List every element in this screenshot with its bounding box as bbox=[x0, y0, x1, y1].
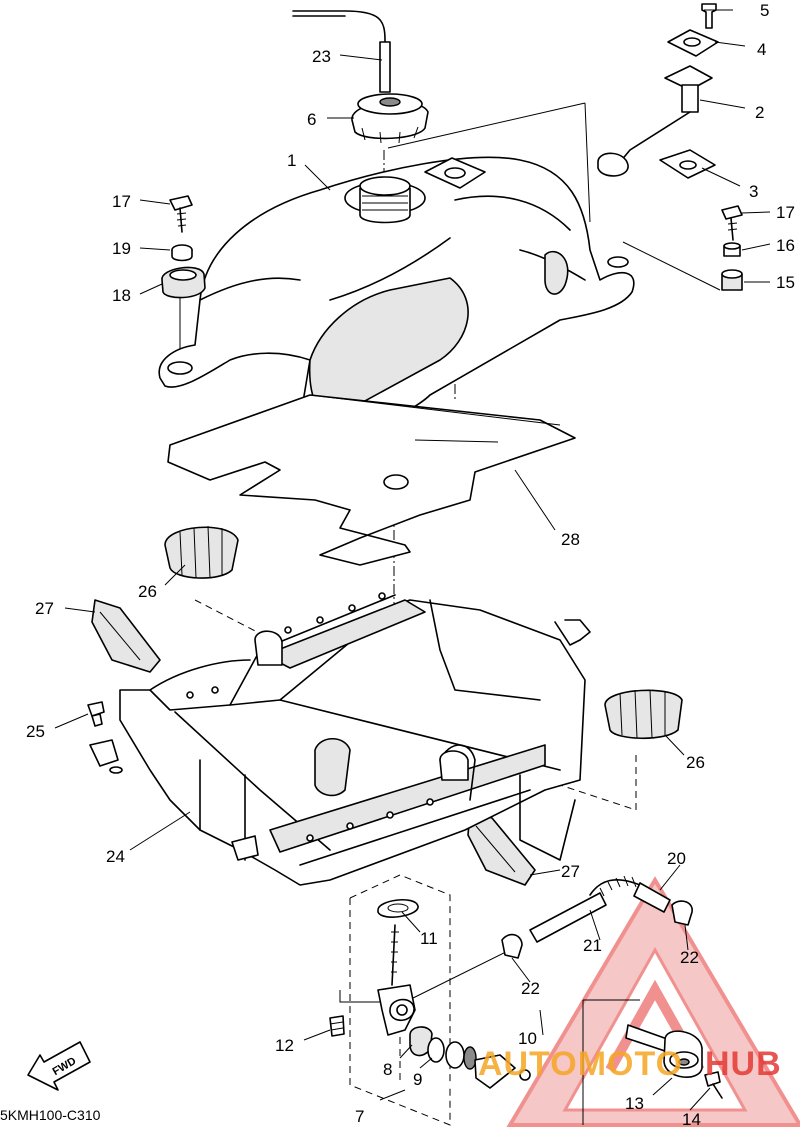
callout-9: 9 bbox=[413, 1070, 422, 1089]
callout-11: 11 bbox=[420, 929, 438, 948]
callout-27-right: 27 bbox=[561, 862, 580, 881]
guard-left bbox=[91, 599, 161, 673]
callout-10: 10 bbox=[518, 1029, 537, 1048]
watermark-text: AUTOMOTO HUB bbox=[478, 1045, 782, 1083]
seal-11 bbox=[377, 898, 419, 918]
callout-18: 18 bbox=[112, 286, 131, 305]
callout-17-right: 17 bbox=[776, 203, 795, 222]
callout-27-left: 27 bbox=[35, 599, 54, 618]
fuel-cap bbox=[351, 93, 429, 144]
callout-28: 28 bbox=[561, 530, 580, 549]
filter-parts bbox=[445, 1041, 531, 1089]
tank-damper-right bbox=[604, 689, 683, 740]
callout-1: 1 bbox=[287, 151, 296, 170]
fuel-cock bbox=[329, 924, 416, 1037]
callout-24: 24 bbox=[106, 847, 125, 866]
breather-hose bbox=[292, 10, 391, 93]
right-mount-hardware bbox=[721, 205, 743, 291]
fuel-level-sender bbox=[597, 3, 719, 179]
callout-19: 19 bbox=[112, 239, 131, 258]
tank-damper-left bbox=[164, 525, 239, 579]
fuel-hose-21 bbox=[529, 875, 671, 943]
leader-lines bbox=[54, 9, 771, 1111]
callout-16: 16 bbox=[776, 236, 795, 255]
callout-6: 6 bbox=[307, 110, 316, 129]
watermark-text-b: HUB bbox=[705, 1045, 782, 1083]
callout-22-right: 22 bbox=[680, 948, 699, 967]
callout-21: 21 bbox=[583, 936, 602, 955]
watermark-text-a: AUTOMOTO bbox=[478, 1045, 683, 1083]
hose-clips-22 bbox=[501, 900, 693, 959]
callout-5: 5 bbox=[760, 1, 769, 20]
tank-bracket-assembly bbox=[89, 592, 591, 886]
callout-26-left: 26 bbox=[138, 582, 157, 601]
callout-2: 2 bbox=[755, 103, 764, 122]
callout-labels: 1 2 3 4 5 6 7 8 9 10 11 12 13 14 15 16 1… bbox=[26, 1, 795, 1127]
callout-23: 23 bbox=[312, 47, 331, 66]
callout-14: 14 bbox=[682, 1110, 701, 1127]
callout-22-left: 22 bbox=[521, 979, 540, 998]
fuel-tank bbox=[158, 156, 635, 451]
guard-right bbox=[467, 811, 536, 886]
tank-damper-sheet bbox=[167, 394, 576, 566]
callout-3: 3 bbox=[749, 182, 758, 201]
callout-17-left: 17 bbox=[112, 192, 131, 211]
callout-25: 25 bbox=[26, 722, 45, 741]
diagram-code: 5KMH100-C310 bbox=[0, 1107, 101, 1123]
clip-25 bbox=[87, 701, 105, 727]
left-mount-hardware bbox=[161, 195, 206, 299]
callout-15: 15 bbox=[776, 273, 795, 292]
callout-8: 8 bbox=[383, 1060, 392, 1079]
cock-knob-13 bbox=[625, 1024, 703, 1078]
callout-7: 7 bbox=[355, 1107, 364, 1126]
screw-14 bbox=[704, 1071, 723, 1099]
callout-12: 12 bbox=[275, 1036, 294, 1055]
callout-20: 20 bbox=[667, 849, 686, 868]
o-ring-9 bbox=[427, 1037, 445, 1063]
callout-13: 13 bbox=[625, 1094, 644, 1113]
callout-26-right: 26 bbox=[686, 753, 705, 772]
fwd-arrow-icon: FWD bbox=[27, 1041, 91, 1091]
callout-4: 4 bbox=[757, 40, 766, 59]
